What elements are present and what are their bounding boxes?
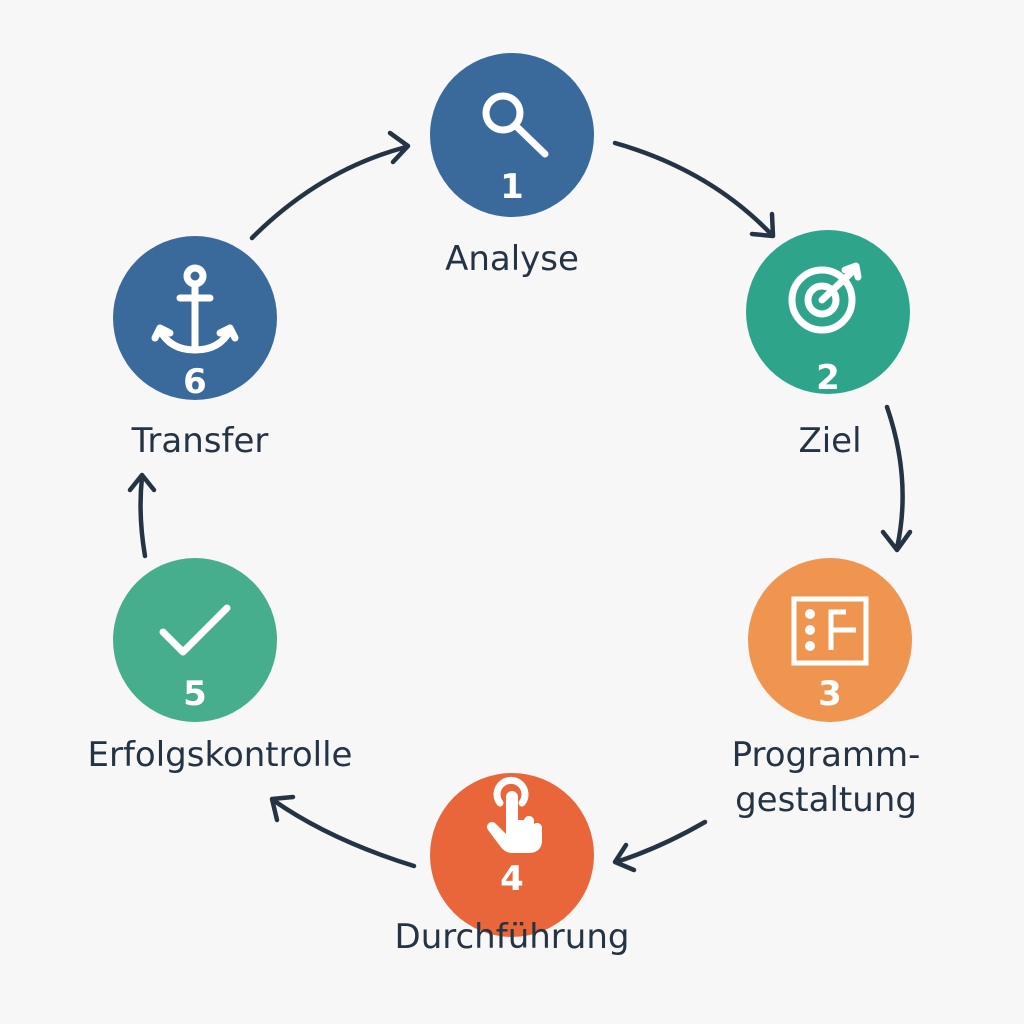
arrow-2-to-3 xyxy=(880,404,913,553)
step-3-label-line2: gestaltung xyxy=(735,780,917,820)
arrow-6-to-1 xyxy=(249,130,411,241)
checkmark-icon xyxy=(159,604,231,656)
step-2-number: 2 xyxy=(816,358,840,398)
step-3-label-line1: Programm- xyxy=(732,735,921,775)
step-2-label: Ziel xyxy=(798,421,861,461)
arrow-4-to-5 xyxy=(269,794,417,869)
step-4-circle xyxy=(430,773,594,937)
magnifier-icon xyxy=(482,92,549,158)
arrow-3-to-4 xyxy=(612,819,708,873)
step-4-durchfuehrung[interactable]: 4 Durchführung xyxy=(395,773,630,957)
arrow-5-to-6 xyxy=(127,472,157,559)
step-6-transfer[interactable]: 6 Transfer xyxy=(113,236,277,461)
tap-hand-icon xyxy=(487,776,542,853)
step-1-analyse[interactable]: 1 Analyse xyxy=(430,53,594,279)
target-icon xyxy=(788,262,862,334)
step-4-number: 4 xyxy=(500,859,524,899)
step-3-programmgestaltung[interactable]: 3 Programm- gestaltung xyxy=(732,558,921,820)
step-1-label: Analyse xyxy=(445,239,579,279)
step-5-label: Erfolgskontrolle xyxy=(88,735,353,775)
step-5-number: 5 xyxy=(183,674,207,714)
step-6-label: Transfer xyxy=(131,421,269,461)
step-5-erfolgskontrolle[interactable]: 5 Erfolgskontrolle xyxy=(88,558,353,775)
arrow-1-to-2 xyxy=(612,140,776,239)
anchor-icon xyxy=(151,264,239,354)
step-1-circle xyxy=(430,53,594,217)
program-layout-icon xyxy=(791,596,869,666)
step-1-number: 1 xyxy=(500,167,524,207)
step-4-label: Durchführung xyxy=(395,917,630,957)
step-2-ziel[interactable]: 2 Ziel xyxy=(746,230,910,461)
step-3-number: 3 xyxy=(818,674,842,714)
step-6-number: 6 xyxy=(183,362,207,402)
